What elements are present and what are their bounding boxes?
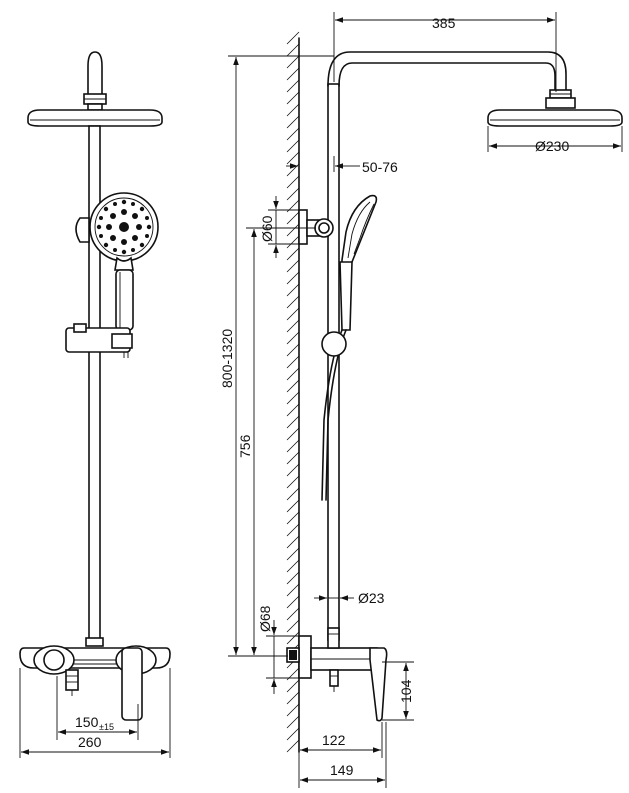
wall-hatch-line (286, 739, 300, 753)
wall-hatch-line (286, 355, 300, 369)
wall-hatch-line (286, 31, 300, 45)
wall-offset-label: 50-76 (362, 159, 398, 175)
wall-hatch-line (286, 391, 300, 405)
wall-hatch-line (286, 139, 300, 153)
wall-hatch-line (286, 307, 300, 321)
mixer-wall-plate (298, 635, 312, 679)
wall-hatch-line (286, 115, 300, 129)
mixer-lever-side (369, 647, 388, 722)
wall-hatch-line (286, 583, 300, 597)
wall-hatch-line (286, 187, 300, 201)
wall-hatch-line (286, 703, 300, 717)
wall-hatch-line (286, 247, 300, 261)
rain-shower-head-side (487, 109, 623, 127)
wall-hatch-line (286, 547, 300, 561)
wall-hatch-line (286, 223, 300, 237)
wall-hatch-line (286, 271, 300, 285)
wall-hatch-line (286, 127, 300, 141)
riser-pipe-front (88, 125, 101, 641)
hand-shower-nozzles (96, 199, 152, 255)
wall-hatch-line (286, 103, 300, 117)
head-diameter-label: Ø230 (535, 138, 569, 154)
height-range-label: 800-1320 (219, 329, 235, 388)
wall-hatch-line (286, 607, 300, 621)
wall-hatch-line (286, 727, 300, 741)
wall-hatch-line (286, 379, 300, 393)
wall-hatch-line (286, 43, 300, 57)
wall-hatch-line (286, 451, 300, 465)
wall-hatch-line (286, 475, 300, 489)
inlet-spacing-label: 150 (75, 714, 99, 730)
wall-hatch-line (286, 259, 300, 273)
mixer-lever-front (121, 647, 143, 721)
pipe-diameter-label: Ø23 (358, 590, 385, 606)
wall-hatch-line (286, 235, 300, 249)
wall-hatch-line (286, 55, 300, 69)
wall-hatch-line (286, 439, 300, 453)
wall-hatch-line (286, 499, 300, 513)
wall-hatch-line (286, 415, 300, 429)
bracket-diameter-label: Ø60 (259, 215, 275, 242)
wall-hatch-line (286, 175, 300, 189)
escutcheon-diameter-label: Ø68 (257, 605, 273, 632)
front-view: 150 ±15 260 (19, 51, 171, 758)
wall-hatch-line (286, 463, 300, 477)
wall-hatch-line (286, 283, 300, 297)
inlet-tolerance-label: ±15 (99, 722, 114, 732)
wall-hatch-line (286, 487, 300, 501)
wall-hatch-line (286, 91, 300, 105)
wall-hatch-line (286, 679, 300, 693)
wall-hatch-line (286, 211, 300, 225)
mixer-height-label: 104 (398, 679, 414, 703)
mixer-depth-label: 122 (322, 732, 346, 748)
hand-shower-neck (114, 256, 134, 271)
wall-hatch-line (286, 535, 300, 549)
wall-hatch-line (286, 343, 300, 357)
wall-hatch-line (286, 403, 300, 417)
hand-shower-side (341, 194, 378, 270)
wall-hatching (286, 31, 300, 753)
slide-bracket-front (75, 217, 90, 243)
shower-arm (327, 51, 567, 91)
wall-hatch-line (286, 571, 300, 585)
wall-bracket-plate (298, 209, 308, 245)
wall-hatch-line (286, 511, 300, 525)
total-depth-label: 149 (330, 762, 354, 778)
riser-top-bend (87, 51, 103, 97)
wall-hatch-line (286, 151, 300, 165)
wall-hatch-line (286, 595, 300, 609)
wall-hatch-line (286, 715, 300, 729)
rain-shower-head-front (27, 109, 163, 127)
wall-hatch-line (286, 427, 300, 441)
mixer-width-label: 260 (78, 734, 102, 750)
diverter-outlet (65, 669, 79, 691)
wall-hatch-line (286, 79, 300, 93)
wall-hatch-line (286, 631, 300, 645)
wall-hatch-line (286, 67, 300, 81)
wall-hatch-line (286, 523, 300, 537)
wall-hatch-line (286, 619, 300, 633)
wall-hatch-line (286, 691, 300, 705)
wall-hatch-line (286, 331, 300, 345)
slider-knob-side (321, 331, 347, 357)
wall-hatch-line (286, 559, 300, 573)
wall-hatch-line (286, 367, 300, 381)
bar-height-label: 756 (237, 434, 253, 458)
hand-shower-handle (115, 269, 134, 331)
wall-hatch-line (286, 319, 300, 333)
wall-hatch-line (286, 295, 300, 309)
arm-length-label: 385 (432, 15, 456, 31)
side-view: 385 Ø230 50-76 Ø60 800-1320 756 Ø23 (219, 12, 623, 788)
